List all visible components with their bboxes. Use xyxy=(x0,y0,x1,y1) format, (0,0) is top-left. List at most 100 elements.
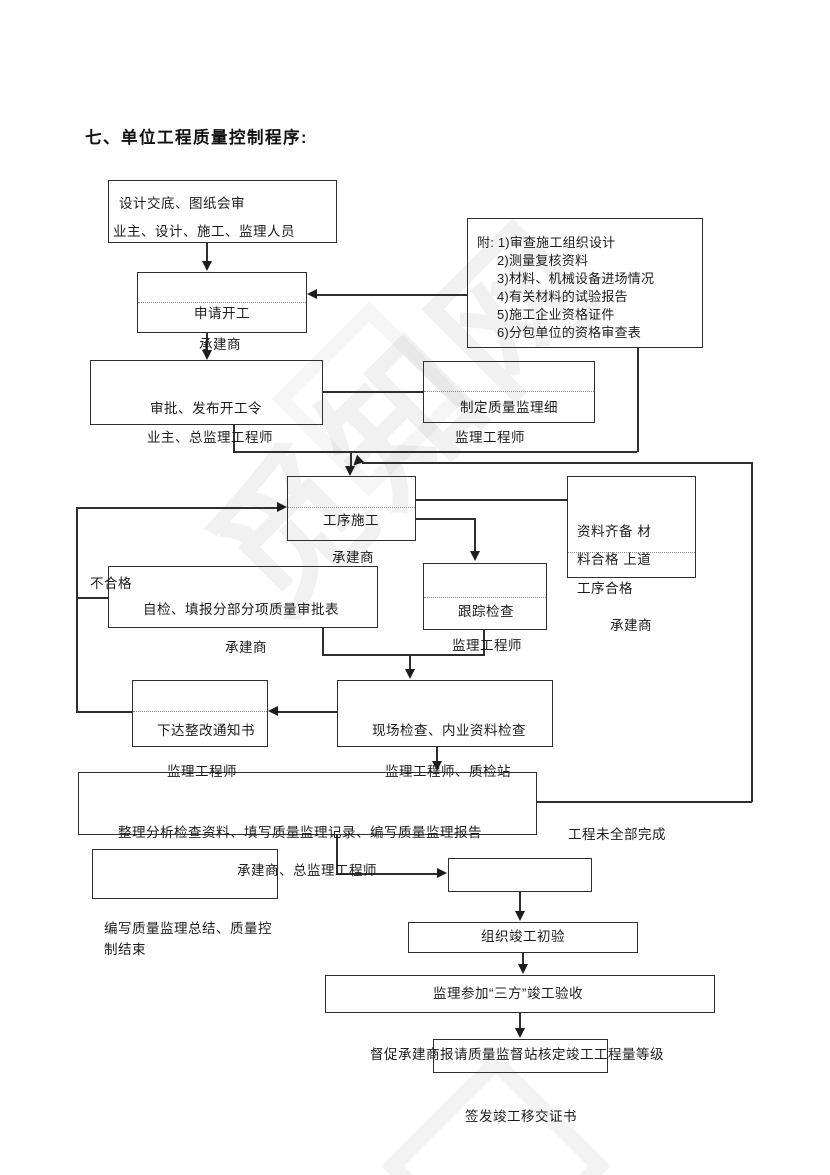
approve-order-label: 审批、发布开工令 xyxy=(150,401,262,416)
arrowhead-sitecheck-to-rectify xyxy=(268,706,278,716)
divider-materials xyxy=(568,552,695,553)
arrowhead-fail-to-process xyxy=(277,502,287,512)
edge-process-to-track-v xyxy=(474,518,476,553)
edge-approve-to-rules xyxy=(323,391,423,393)
edge-sitecheck-to-summary xyxy=(436,747,438,763)
edge-into-process xyxy=(350,452,352,467)
arrowhead-into-sitecheck xyxy=(405,669,415,679)
edge-design-to-apply xyxy=(206,243,208,262)
summary-report-actor: 承建商、总监理工程师 xyxy=(237,863,377,878)
conclude-line2: 制结束 xyxy=(104,942,146,957)
quality-rules-actor: 监理工程师 xyxy=(455,430,525,445)
self-check-label: 自检、填报分部分项质量审批表 xyxy=(143,602,339,617)
edge-selfcheck-to-fail xyxy=(76,597,108,599)
arrowhead-summary-to-preacceptance xyxy=(437,868,447,878)
edge-merge-horizontal xyxy=(233,451,637,453)
edge-process-to-materials xyxy=(416,499,567,501)
edge-loop-right xyxy=(751,462,753,802)
three-party-acceptance-label: 监理参加“三方”竣工验收 xyxy=(433,986,583,1001)
edge-approve-drop xyxy=(233,425,235,452)
edge-attachment-to-apply xyxy=(316,294,467,296)
attachment-line6: 6)分包单位的资格审查表 xyxy=(497,325,641,340)
incomplete-edge-label: 工程未全部完成 xyxy=(568,827,666,842)
edge-fail-to-process xyxy=(76,507,278,509)
self-check-actor: 承建商 xyxy=(225,640,267,655)
attachment-line1: 附: 1)审查施工组织设计 xyxy=(477,235,616,250)
summary-report-label: 整理分析检查资料、填写质量监理记录、编写质量监理报告 xyxy=(118,825,482,840)
divider-rectify xyxy=(133,711,267,712)
arrowhead-sitecheck-to-summary xyxy=(432,761,442,771)
edge-merge-to-sitecheck xyxy=(322,654,485,656)
box-site-check xyxy=(337,680,553,747)
materials-ready-line1: 资料齐备 材 xyxy=(577,524,652,539)
conclude-line1: 编写质量监理总结、质量控 xyxy=(104,921,272,936)
box-materials-ready xyxy=(567,476,696,578)
box-apply-start xyxy=(137,272,307,333)
arrowhead-attachment-to-apply xyxy=(307,289,317,299)
box-pre-acceptance xyxy=(448,858,592,892)
box-summary-report xyxy=(78,772,537,835)
edge-apply-to-approve xyxy=(206,333,208,351)
site-check-actor: 监理工程师、质检站 xyxy=(385,764,511,779)
box-conclude xyxy=(92,849,278,899)
track-check-label: 跟踪检查 xyxy=(458,604,514,619)
arrowhead-design-to-apply xyxy=(202,261,212,271)
arrowhead-initial-to-threeparty xyxy=(518,964,528,974)
edge-sitecheck-to-rectify xyxy=(277,711,337,713)
edge-track-drop xyxy=(483,630,485,656)
box-process-construction xyxy=(287,476,416,541)
edge-summary-drop xyxy=(336,835,338,875)
transfer-certificate-label: 签发竣工移交证书 xyxy=(465,1109,577,1124)
edge-preacceptance-to-initial xyxy=(519,892,521,913)
attachment-line3: 3)材料、机械设备进场情况 xyxy=(497,271,655,286)
rectify-notice-label: 下达整改通知书 xyxy=(157,723,255,738)
design-review-line1: 设计交底、图纸会审 xyxy=(119,196,245,211)
divider-process xyxy=(288,507,415,508)
attachment-line4: 4)有关材料的试验报告 xyxy=(497,289,628,304)
rectify-notice-actor: 监理工程师 xyxy=(167,764,237,779)
arrowhead-apply-to-approve xyxy=(202,350,212,360)
edge-loop-bottom xyxy=(537,801,752,803)
edge-into-sitecheck xyxy=(409,654,411,671)
process-construction-actor: 承建商 xyxy=(332,550,374,565)
edge-loop-top xyxy=(362,462,753,464)
divider-track xyxy=(424,597,546,598)
divider-apply xyxy=(138,302,306,303)
design-review-line2: 业主、设计、施工、监理人员 xyxy=(113,224,295,239)
box-three-party-acceptance xyxy=(325,975,715,1013)
box-self-check xyxy=(108,566,378,628)
site-check-label: 现场检查、内业资料检查 xyxy=(372,723,526,738)
attachment-line5: 5)施工企业资格证件 xyxy=(497,307,615,322)
fail-edge-label: 不合格 xyxy=(90,576,132,591)
attachment-line2: 2)测量复核资料 xyxy=(497,253,589,268)
apply-start-label: 申请开工 xyxy=(194,306,250,321)
edge-fail-vertical xyxy=(76,507,78,713)
initial-acceptance-label: 组织竣工初验 xyxy=(481,929,565,944)
box-rectify-notice xyxy=(132,680,268,747)
edge-selfcheck-drop xyxy=(322,628,324,656)
materials-ready-line2: 料合格 上道 xyxy=(577,552,652,567)
approve-order-actor: 业主、总监理工程师 xyxy=(147,430,273,445)
divider-rules xyxy=(424,391,594,392)
edge-attachment-drop xyxy=(637,348,639,452)
arrowhead-threeparty-to-supervise xyxy=(515,1028,525,1038)
box-design-review xyxy=(108,180,337,243)
box-initial-acceptance xyxy=(408,922,638,953)
arrowhead-into-process xyxy=(345,466,355,476)
edge-initial-to-threeparty xyxy=(522,953,524,966)
box-supervise-grade xyxy=(433,1039,608,1073)
track-check-actor: 监理工程师 xyxy=(452,638,522,653)
quality-rules-label: 制定质量监理细 xyxy=(460,400,558,415)
edge-summary-to-preacceptance xyxy=(336,873,437,875)
box-approve-order xyxy=(90,360,323,425)
edge-rectify-to-fail xyxy=(76,711,132,713)
arrowhead-process-to-track xyxy=(470,551,480,561)
box-attachment-list xyxy=(467,218,703,348)
process-construction-label: 工序施工 xyxy=(323,513,379,528)
arrowhead-preacceptance-to-initial xyxy=(515,911,525,921)
materials-ready-caption1: 工序合格 xyxy=(577,581,633,596)
apply-start-actor: 承建商 xyxy=(199,337,241,352)
page-title: 七、单位工程质量控制程序: xyxy=(85,129,308,147)
box-track-check xyxy=(423,563,547,630)
